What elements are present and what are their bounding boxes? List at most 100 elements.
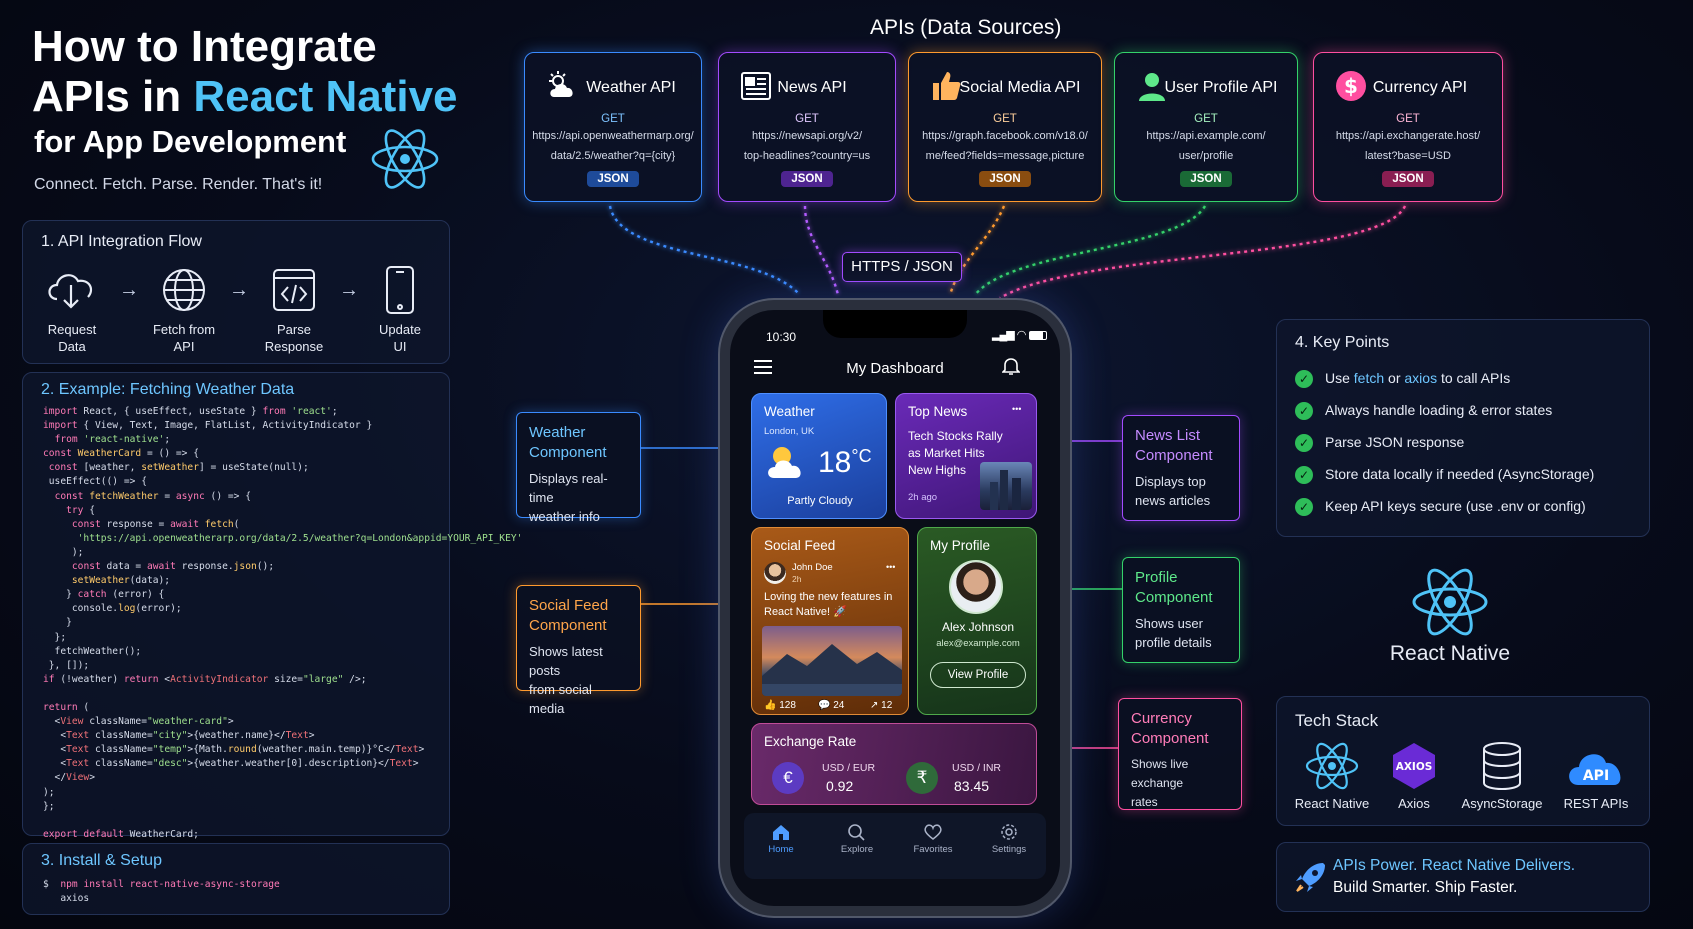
- footer-line-1: APIs Power. React Native Delivers.: [1333, 857, 1576, 874]
- check-icon: ✓: [1295, 434, 1313, 453]
- svg-text:$: $: [1344, 74, 1358, 98]
- weather-api-method: GET: [601, 113, 625, 125]
- check-icon: ✓: [1295, 402, 1313, 421]
- footer-banner: APIs Power. React Native Delivers. Build…: [1276, 842, 1650, 912]
- page-title: How to Integrate APIs in React Native: [32, 22, 458, 122]
- menu-icon[interactable]: [754, 360, 772, 374]
- weather-tile[interactable]: Weather London, UK 18°C Partly Cloudy: [751, 393, 887, 519]
- page-subtitle: for App Development: [34, 124, 347, 159]
- key-point-3: ✓Parse JSON response: [1295, 434, 1464, 453]
- install-command[interactable]: $ npm install react-native-async-storage…: [43, 879, 280, 905]
- svg-text:AXIOS: AXIOS: [1396, 761, 1433, 773]
- bell-icon[interactable]: [1002, 356, 1020, 376]
- news-tile[interactable]: Top News ••• Tech Stocks Rally as Market…: [895, 393, 1037, 519]
- phone-mockup: 10:30 ▂▄▆ ◠ My Dashboard Weather London,…: [720, 300, 1070, 916]
- globe-icon: [163, 269, 205, 311]
- news-api-name: News API: [777, 79, 847, 96]
- line-profile-api: [974, 205, 1207, 296]
- nav-favorites[interactable]: Favorites: [898, 823, 968, 855]
- flow-arrow-1: →: [119, 279, 139, 301]
- react-atom-icon: [371, 129, 439, 189]
- integration-flow-title: 1. API Integration Flow: [41, 233, 202, 250]
- code-block: import React, { useEffect, useState } fr…: [43, 406, 523, 840]
- rupee-icon: ₹: [906, 762, 938, 794]
- social-media-api-card[interactable]: Social Media API GET https://graph.faceb…: [908, 52, 1102, 202]
- post-image: [762, 626, 902, 696]
- heart-icon: [924, 824, 942, 840]
- check-icon: ✓: [1295, 498, 1313, 517]
- dollar-icon: $: [1336, 71, 1366, 101]
- key-point-5: ✓Keep API keys secure (use .env or confi…: [1295, 498, 1586, 517]
- view-profile-button[interactable]: View Profile: [930, 662, 1026, 688]
- weather-api-name: Weather API: [586, 79, 676, 96]
- title-line-1: How to Integrate: [32, 22, 377, 71]
- nav-explore[interactable]: Explore: [822, 823, 892, 855]
- flow-step-update: Update UI: [379, 322, 421, 354]
- tech-stack-title: Tech Stack: [1295, 711, 1379, 730]
- transport-badge: HTTPS / JSON: [842, 252, 962, 282]
- avatar-alex: [949, 560, 1003, 614]
- flow-step-fetch: Fetch from API: [152, 322, 216, 354]
- dashboard-title: My Dashboard: [846, 360, 944, 377]
- flow-step-parse: Parse Response: [264, 322, 324, 354]
- social-feed-component-box: Social Feed Component Shows latest posts…: [516, 585, 641, 716]
- newspaper-icon: [741, 72, 771, 100]
- news-more-icon[interactable]: •••: [1012, 404, 1022, 414]
- status-time: 10:30: [766, 330, 797, 344]
- partly-cloudy-icon: [768, 447, 801, 478]
- rocket-icon: [1296, 863, 1325, 892]
- social-more-icon[interactable]: •••: [886, 562, 896, 572]
- thumbs-up-icon: [933, 72, 961, 100]
- install-panel: 3. Install & Setup $ npm install react-n…: [22, 843, 450, 915]
- install-title: 3. Install & Setup: [41, 852, 162, 869]
- react-atom-icon: [1305, 742, 1359, 790]
- weather-api-format: JSON: [587, 171, 639, 187]
- tech-axios: AXIOS Axios: [1359, 741, 1469, 811]
- key-point-4: ✓Store data locally if needed (AsyncStor…: [1295, 466, 1594, 485]
- tagline: Connect. Fetch. Parse. Render. That's it…: [34, 176, 323, 193]
- wifi-icon: ◠: [1016, 329, 1027, 341]
- footer-line-2: Build Smarter. Ship Faster.: [1333, 879, 1518, 896]
- tech-asyncstorage: AsyncStorage: [1447, 741, 1557, 811]
- tech-react-native: React Native: [1277, 741, 1387, 811]
- currency-api-name: Currency API: [1372, 79, 1468, 96]
- title-line-2-prefix: APIs in: [32, 72, 194, 121]
- profile-tile[interactable]: My Profile Alex Johnson alex@example.com…: [917, 527, 1037, 715]
- status-icons: ▂▄▆ ◠: [992, 328, 1048, 341]
- key-points-title: 4. Key Points: [1295, 334, 1390, 351]
- title-line-2-accent: React Native: [193, 72, 458, 121]
- battery-icon: [1029, 330, 1048, 340]
- phone-notch: [823, 310, 967, 338]
- react-native-logo-icon: [1412, 568, 1488, 636]
- key-point-2: ✓Always handle loading & error states: [1295, 402, 1552, 421]
- nav-settings[interactable]: Settings: [974, 823, 1044, 855]
- gear-icon: [1001, 824, 1017, 840]
- search-icon: [848, 824, 865, 841]
- cloud-download-icon: [48, 274, 93, 309]
- social-media-api-name: Social Media API: [959, 79, 1081, 96]
- exchange-rate-tile[interactable]: Exchange Rate € USD / EUR 0.92 ₹ USD / I…: [751, 723, 1037, 805]
- currency-api-card[interactable]: $ Currency API GET https://api.exchanger…: [1313, 52, 1503, 202]
- flow-arrow-3: →: [339, 279, 359, 301]
- nav-home[interactable]: Home: [746, 823, 816, 855]
- euro-icon: €: [772, 762, 804, 794]
- key-points-panel: 4. Key Points ✓Use fetch or axios to cal…: [1276, 319, 1650, 537]
- bottom-nav: Home Explore Favorites Settings: [744, 813, 1046, 879]
- share-action[interactable]: ↗ 12: [870, 700, 893, 711]
- news-api-card[interactable]: News API GET https://newsapi.org/v2/ top…: [718, 52, 896, 202]
- key-point-1: ✓Use fetch or axios to call APIs: [1295, 370, 1510, 389]
- weather-api-card[interactable]: Weather API GET https://api.openweatherm…: [524, 52, 702, 202]
- line-currency-api: [999, 205, 1407, 300]
- user-profile-api-card[interactable]: User Profile API GET https://api.example…: [1114, 52, 1298, 202]
- comment-action[interactable]: 💬 24: [818, 700, 845, 711]
- database-icon: [1483, 742, 1521, 790]
- like-action[interactable]: 👍 128: [764, 700, 796, 711]
- api-cloud-icon: API: [1569, 754, 1621, 785]
- flow-step-request: Request Data: [47, 322, 97, 354]
- signal-icon: ▂▄▆: [992, 329, 1015, 341]
- social-feed-tile[interactable]: Social Feed John Doe 2h ••• Loving the n…: [751, 527, 909, 715]
